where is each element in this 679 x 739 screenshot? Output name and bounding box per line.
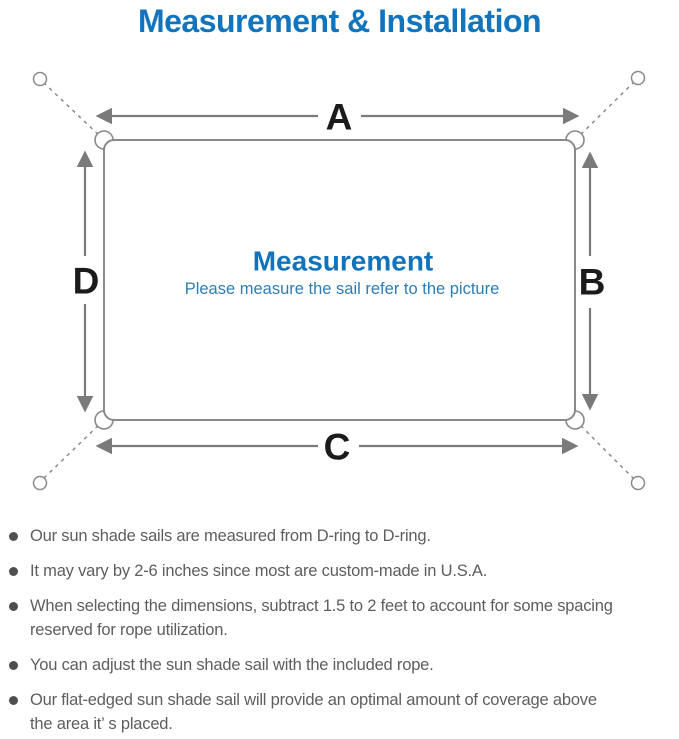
bullet-text: It may vary by 2-6 inches since most are… [30, 562, 488, 580]
bullet-dot-icon [9, 696, 18, 705]
bullet-text: Our flat-edged sun shade sail will provi… [30, 691, 597, 709]
bullet-text: You can adjust the sun shade sail with t… [30, 656, 434, 674]
corner-rope-lines [43, 82, 634, 479]
diagram-heading: Measurement [253, 246, 434, 277]
bullet-dot-icon [9, 661, 18, 670]
list-item: When selecting the dimensions, subtract … [0, 594, 679, 642]
bullet-text: the area it’ s placed. [30, 715, 173, 733]
dimension-label-d: D [73, 261, 100, 302]
dimension-label-c: C [324, 427, 351, 468]
bullet-dot-icon [9, 602, 18, 611]
bullet-list: Our sun shade sails are measured from D-… [0, 524, 679, 739]
list-item: It may vary by 2-6 inches since most are… [0, 559, 679, 583]
bullet-text: reserved for rope utilization. [30, 621, 228, 639]
shade-sail-outline [103, 139, 576, 421]
anchor-point-icon [630, 475, 646, 491]
diagram-subtitle: Please measure the sail refer to the pic… [185, 280, 500, 298]
bullet-text: Our sun shade sails are measured from D-… [30, 527, 431, 545]
list-item: You can adjust the sun shade sail with t… [0, 653, 679, 677]
list-item: Our sun shade sails are measured from D-… [0, 524, 679, 548]
list-item: Our flat-edged sun shade sail will provi… [0, 688, 679, 736]
bullet-text: When selecting the dimensions, subtract … [30, 597, 613, 615]
dimension-label-b: B [579, 262, 606, 303]
page-title: Measurement & Installation [137, 2, 542, 39]
anchor-point-icon [32, 71, 48, 87]
anchor-point-icon [32, 475, 48, 491]
anchor-point-icon [630, 70, 646, 86]
measurement-diagram: A B C D Measurement Please measure the s… [32, 70, 646, 491]
bullet-dot-icon [9, 567, 18, 576]
dimension-label-a: A [326, 97, 353, 138]
bullet-dot-icon [9, 532, 18, 541]
anchor-point-icons [32, 70, 646, 491]
